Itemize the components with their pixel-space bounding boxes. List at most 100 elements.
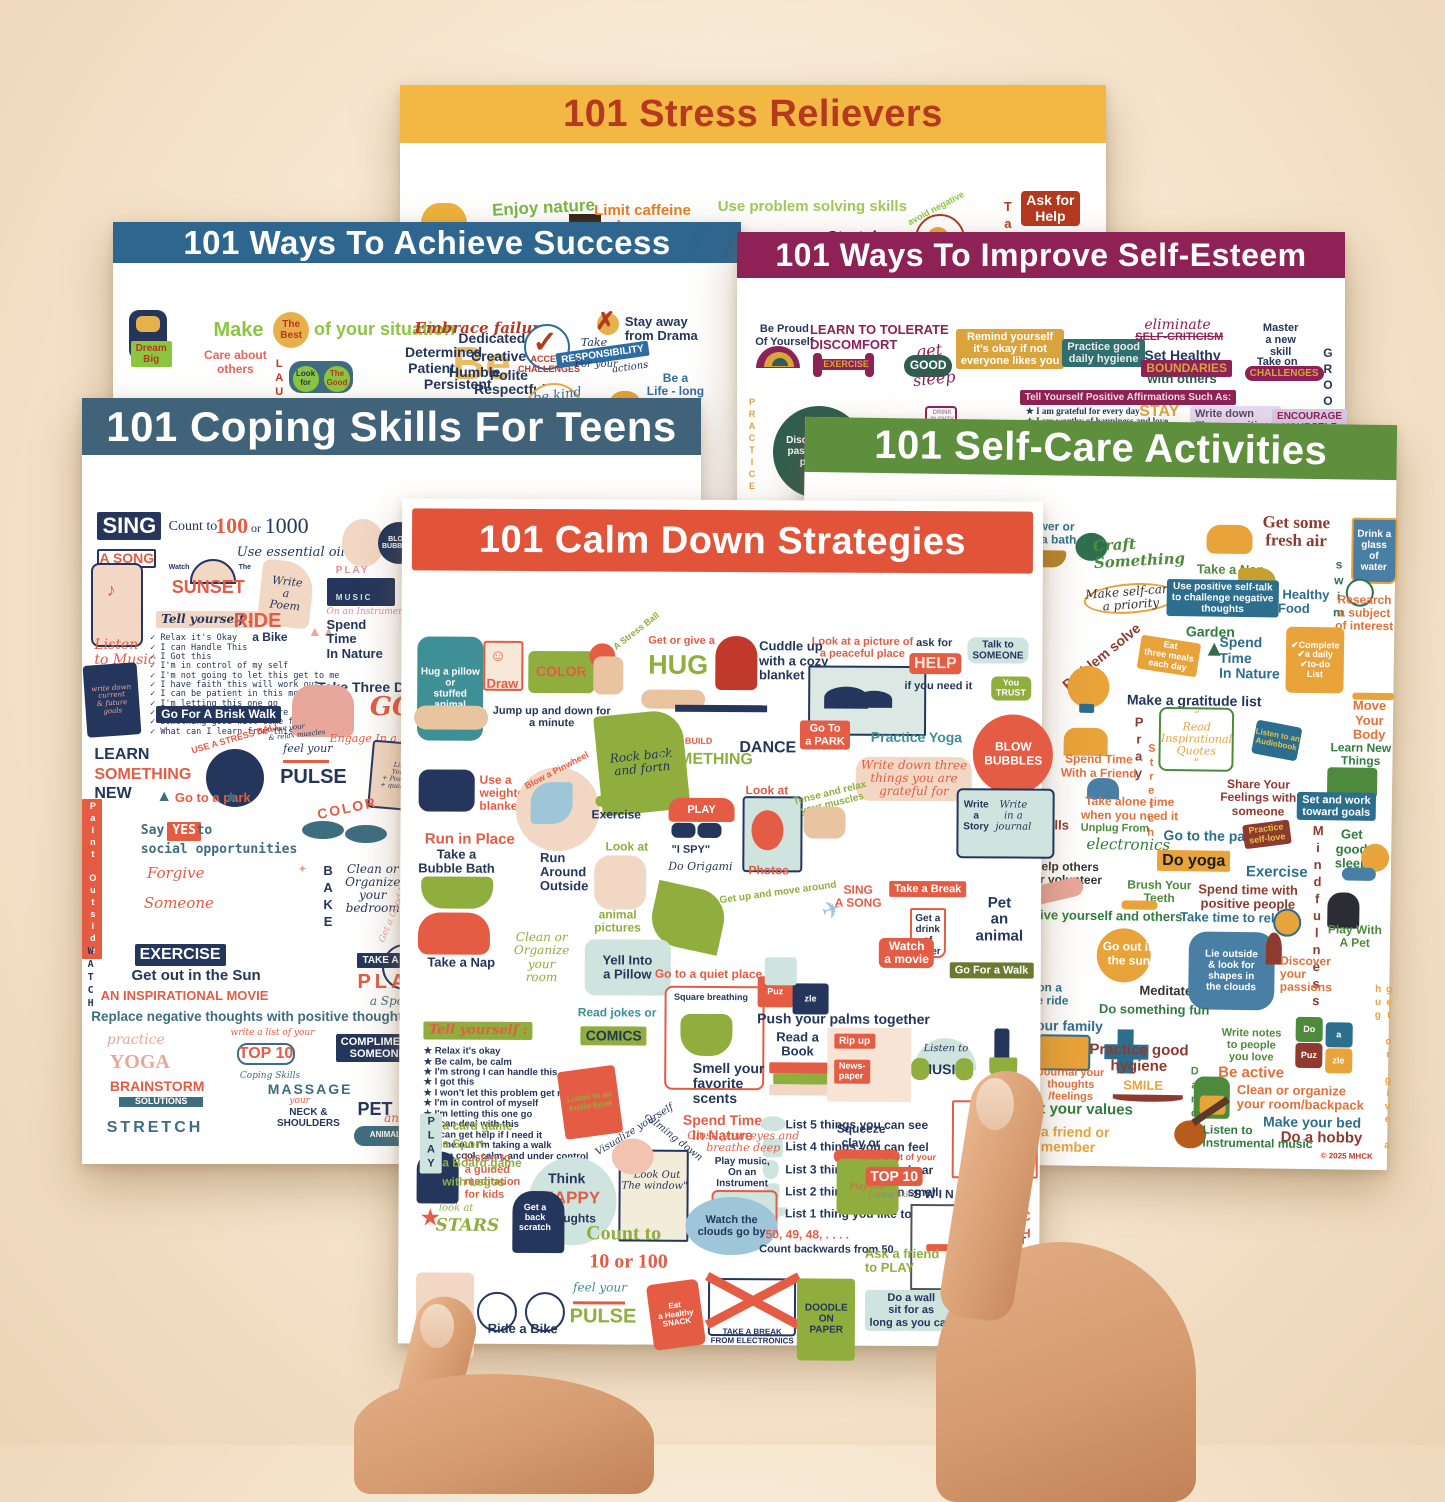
book-stack-3 bbox=[769, 1083, 832, 1096]
practice-self-love: Practice self-love bbox=[1242, 819, 1292, 849]
grateful-three-things: Write down three things you are grateful… bbox=[855, 756, 973, 801]
rainbow-icon-inner bbox=[772, 357, 789, 366]
muscle-arm-icon bbox=[802, 806, 846, 839]
pet: PET bbox=[357, 1099, 393, 1120]
paint-outside-vertical: Paint Outside bbox=[82, 798, 102, 959]
say: Say bbox=[140, 822, 165, 838]
poster-title-success: 101 Ways To Achieve Success bbox=[183, 223, 671, 261]
take-script: Take bbox=[580, 335, 608, 349]
brisk-walk: Go For A Brisk Walk bbox=[156, 705, 281, 724]
go-to-park: Go to a park bbox=[174, 790, 251, 806]
boundaries: BOUNDARIES bbox=[1141, 359, 1232, 377]
close-eyes: Close your eyes and breathe deep bbox=[687, 1128, 800, 1155]
astronaut-visor bbox=[135, 316, 160, 332]
right-hand bbox=[918, 1062, 1218, 1502]
inspirational-quotes: “ Read Inspirational Quotes ” bbox=[1158, 706, 1235, 773]
run-around-outside: Run Around Outside bbox=[539, 849, 589, 894]
poster-header-stress: 101 Stress Relievers bbox=[400, 85, 1106, 143]
accept-challenges: ACCEPT CHALLENGES bbox=[518, 354, 581, 374]
social-opportunities: social opportunities bbox=[140, 841, 298, 857]
look-at-stars: look at bbox=[438, 1202, 474, 1215]
practice-yoga: Practice Yoga bbox=[870, 728, 963, 746]
be-active: Be active bbox=[1218, 1063, 1285, 1082]
forgive: Forgive bbox=[146, 863, 205, 882]
exercise-box: EXERCISE bbox=[134, 944, 226, 966]
organize-bedroom: Clean or Organize your bedroom bbox=[345, 861, 401, 916]
problem-solving: Use problem solving skills bbox=[717, 197, 907, 215]
sparkle-icon-1: ✦ bbox=[297, 861, 308, 876]
affirmations-banner: Tell Yourself Positive Affirmations Such… bbox=[1019, 390, 1237, 406]
the-good-badge: The Good bbox=[324, 366, 350, 393]
poster-mockup-scene: 101 Stress RelieversDeep bellyEnjoy natu… bbox=[82, 85, 1398, 1502]
comics: COMICS bbox=[580, 1025, 647, 1046]
lightbulb-base-icon bbox=[1079, 703, 1095, 713]
do-yoga: Do yoga bbox=[1157, 849, 1231, 873]
dream-big-sign: Dream Big bbox=[130, 341, 172, 368]
set-healthy: Set Healthy bbox=[1144, 346, 1221, 363]
trait-persistent: Persistent bbox=[423, 376, 492, 393]
look-for-badge: Look for bbox=[292, 366, 319, 393]
be-proud: Be Proud Of Yourself bbox=[755, 323, 814, 348]
poster-title-selfcare: 101 Self-Care Activities bbox=[874, 422, 1328, 474]
poster-title-calm: 101 Calm Down Strategies bbox=[478, 518, 967, 563]
quiet-place: Go to a quiet place bbox=[654, 966, 763, 981]
peaceful-mountain-right bbox=[856, 690, 893, 709]
go-for-a-walk: Go For a Walk bbox=[949, 962, 1034, 979]
research-subject: Research a subject of interest bbox=[1335, 592, 1394, 634]
care-about-others: Care about others bbox=[204, 348, 267, 376]
draw: Draw bbox=[486, 675, 519, 691]
phone-icon bbox=[91, 563, 144, 648]
get-give-hug-vertical: get or give a hug bbox=[1372, 983, 1395, 1153]
feel-your: feel your bbox=[283, 741, 333, 755]
hug-big: HUG bbox=[648, 649, 709, 680]
photos: Photos bbox=[748, 863, 790, 878]
coping-skills-sub: Coping Skills bbox=[868, 1189, 915, 1199]
positive-self-talk: Use positive self-talk to challenge nega… bbox=[1166, 579, 1279, 618]
sunglasses-left-icon bbox=[671, 822, 696, 839]
remind-yourself-box: Remind yourself it's okay if not everyon… bbox=[955, 329, 1065, 370]
music-note-glyph: ♪ bbox=[106, 580, 116, 601]
instrumental-music: Listen to instrumental music bbox=[1202, 1122, 1313, 1152]
cozy-blanket-person-icon bbox=[715, 636, 758, 691]
discover-passions: Discover your passions bbox=[1279, 953, 1332, 995]
tell-yourself: Tell yourself : bbox=[423, 1021, 533, 1040]
tell-yourself-tape: Tell yourself : bbox=[156, 610, 258, 629]
blow-bubbles-face-icon bbox=[341, 518, 384, 567]
clean-organize-room: Clean or Organize your room bbox=[513, 930, 570, 984]
stress-ball-icon bbox=[205, 749, 264, 808]
brainstorm: BRAINSTORM bbox=[109, 1077, 205, 1094]
audio-book: Listen to an Audio Book bbox=[556, 1064, 624, 1140]
forgive-partial: give yourself and others bbox=[1032, 907, 1183, 925]
the-best-badge: The Best bbox=[273, 311, 310, 348]
top-10-box: TOP 10 bbox=[865, 1166, 924, 1187]
no-drama-cross: ✗ bbox=[595, 308, 616, 336]
park-tree-right-icon: ▲ bbox=[223, 788, 239, 806]
trait-dedicated: Dedicated bbox=[458, 330, 526, 347]
yoga: YOGA bbox=[109, 1050, 170, 1073]
napping-cat-icon bbox=[417, 912, 490, 956]
play-vertical: PLAY bbox=[419, 1113, 443, 1174]
poster-header-esteem: 101 Ways To Improve Self-Esteem bbox=[737, 232, 1345, 278]
watch-vertical: WATCH bbox=[85, 946, 97, 1012]
play-music-instrument: Play music, On an Instrument bbox=[714, 1156, 770, 1190]
groom-vertical: GROOM bbox=[1320, 346, 1335, 427]
poster-title-coping: 101 Coping Skills For Teens bbox=[106, 402, 677, 450]
master-new-skill: Master a new skill bbox=[1262, 322, 1299, 359]
sunglasses-right-icon bbox=[697, 823, 722, 839]
crane-arm-icon bbox=[675, 704, 768, 713]
i-spy: "I SPY" bbox=[671, 843, 711, 857]
park-tree-left-icon: ▲ bbox=[156, 788, 173, 806]
goals-note: write down current & future goals bbox=[82, 662, 142, 738]
pulse-line-icon bbox=[283, 759, 330, 763]
neck-shoulders: NECK & SHOULDERS bbox=[276, 1107, 340, 1130]
look-at-photos-label: Look at bbox=[745, 782, 789, 798]
piano-icon bbox=[326, 577, 395, 606]
poster-header-calm: 101 Calm Down Strategies bbox=[411, 508, 1034, 574]
music-label: M U S I C bbox=[335, 592, 371, 602]
copyright: © 2025 MHCK bbox=[1320, 1151, 1373, 1162]
lie-outside-cloud: Lie outside & look for shapes in the clo… bbox=[1187, 931, 1275, 1011]
play-music-label: PLAY bbox=[335, 564, 370, 576]
dance: DANCE bbox=[739, 739, 797, 757]
make: Make bbox=[213, 318, 264, 341]
learn-new-things: Learn New Things bbox=[1330, 740, 1392, 769]
